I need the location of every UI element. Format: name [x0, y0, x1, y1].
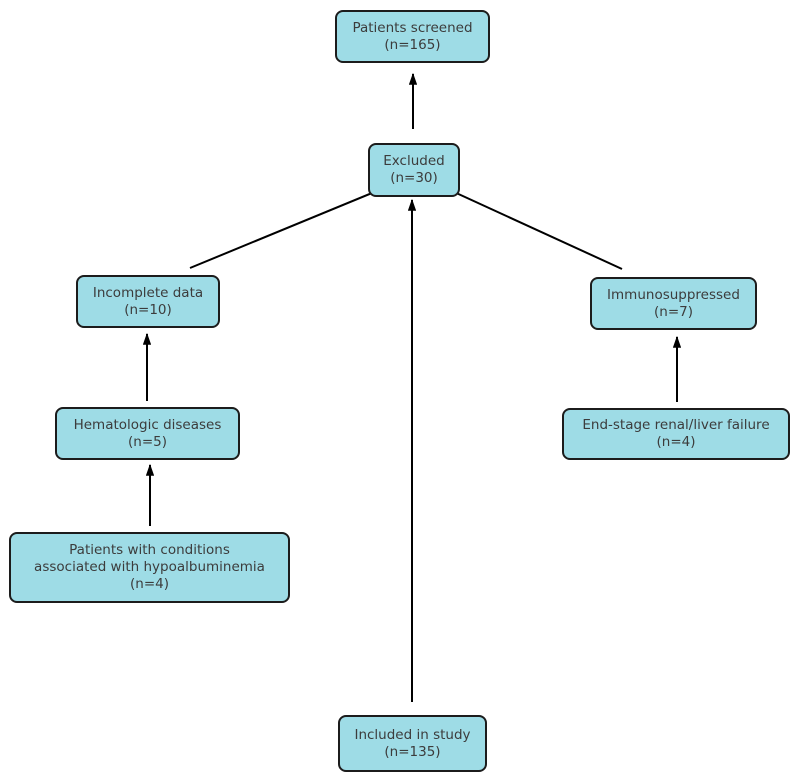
node-label: End-stage renal/liver failure	[582, 417, 770, 433]
node-immunosuppressed: Immunosuppressed (n=7)	[590, 277, 757, 330]
node-count: (n=7)	[654, 303, 693, 320]
node-label: Included in study	[354, 726, 471, 743]
node-hematologic-diseases: Hematologic diseases (n=5)	[55, 407, 240, 460]
arrow-incomplete-data-to-excluded	[189, 185, 391, 269]
node-patients-screened: Patients screened (n=165)	[335, 10, 490, 63]
node-count: (n=5)	[128, 433, 167, 450]
node-count: (n=10)	[124, 301, 172, 318]
arrow-immunosuppressed-to-excluded	[439, 185, 623, 270]
node-count: (n=135)	[384, 743, 441, 760]
node-label: Hematologic diseases	[73, 416, 222, 433]
node-hypoalbuminemia-conditions: Patients with conditions associated with…	[9, 532, 290, 603]
node-end-stage-renal-liver-failure: End-stage renal/liver failure (n=4)	[562, 408, 790, 460]
node-label-line1: Patients with conditions	[69, 542, 230, 558]
node-count: (n=30)	[390, 170, 438, 186]
node-count: (n=4)	[130, 576, 169, 592]
node-label: Patients screened	[352, 19, 473, 36]
node-label: Excluded	[383, 153, 445, 169]
node-label: Immunosuppressed	[607, 286, 740, 303]
node-included-in-study: Included in study (n=135)	[338, 715, 487, 772]
node-label-line2: associated with hypoalbuminemia	[34, 559, 265, 575]
node-count: (n=4)	[656, 434, 696, 450]
node-count: (n=165)	[384, 36, 441, 53]
node-excluded: Excluded (n=30)	[368, 143, 460, 197]
node-label: Incomplete data	[92, 284, 204, 301]
node-incomplete-data: Incomplete data (n=10)	[76, 275, 220, 328]
